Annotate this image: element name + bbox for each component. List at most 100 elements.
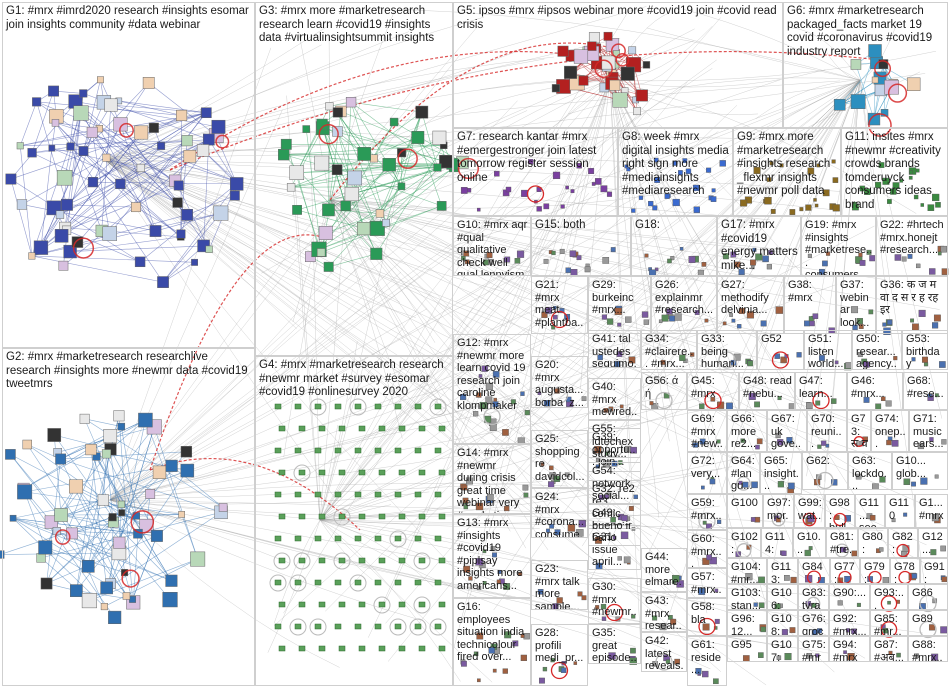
node xyxy=(560,667,567,673)
node xyxy=(334,447,342,454)
edge xyxy=(319,466,733,521)
node xyxy=(858,252,863,257)
node xyxy=(165,574,178,587)
edge xyxy=(609,69,826,88)
node xyxy=(314,579,322,586)
node xyxy=(138,412,153,428)
node xyxy=(180,463,195,478)
edge xyxy=(319,519,711,670)
node xyxy=(60,198,73,211)
edge xyxy=(792,79,861,208)
edge xyxy=(267,519,321,653)
group-label: G67: uk gove... xyxy=(771,413,801,451)
edge xyxy=(328,209,380,214)
edge xyxy=(104,56,554,161)
node xyxy=(868,44,882,58)
edge xyxy=(106,453,137,517)
edge xyxy=(148,82,217,136)
group-cell-g23: G23: #mrx talk more sample... xyxy=(531,560,588,610)
group-label: G71: music ears... xyxy=(913,413,944,450)
group-cell-g76: G76: groc... xyxy=(798,610,829,636)
node xyxy=(766,177,772,182)
node xyxy=(294,579,302,586)
node xyxy=(331,164,343,175)
node xyxy=(51,119,60,127)
group-cell-g98: G98: bull... xyxy=(825,494,855,528)
self-loop xyxy=(289,574,307,592)
node xyxy=(5,173,17,185)
node xyxy=(102,153,111,162)
group-label: G56: ά ή xyxy=(645,375,679,400)
edge xyxy=(119,420,146,543)
edge xyxy=(19,101,37,146)
self-loop xyxy=(429,398,447,416)
node xyxy=(629,657,637,665)
group-cell-g56: G56: ά ή xyxy=(641,372,687,410)
node xyxy=(298,425,306,432)
group-cell-g47: G47: learn... xyxy=(795,372,847,410)
group-label: G94: #mrx xyxy=(833,639,858,662)
node xyxy=(398,645,406,652)
node xyxy=(633,107,641,116)
node xyxy=(28,252,36,260)
self-loop xyxy=(72,237,95,259)
node xyxy=(274,403,282,410)
self-loop xyxy=(655,391,673,410)
node xyxy=(314,623,322,630)
edge xyxy=(104,132,420,161)
self-loop xyxy=(550,310,569,329)
edge xyxy=(329,199,859,471)
edge xyxy=(104,159,866,659)
node xyxy=(374,579,382,586)
node xyxy=(751,265,755,270)
self-loop xyxy=(289,618,307,636)
node xyxy=(863,396,870,403)
node xyxy=(318,513,326,520)
group-cell-g11: G11: insites #mrx #newmr #creativity cro… xyxy=(841,128,948,216)
edge xyxy=(20,128,100,147)
node xyxy=(648,200,654,207)
node xyxy=(38,540,53,555)
node xyxy=(338,645,346,652)
node xyxy=(890,188,897,195)
self-loop xyxy=(273,552,291,570)
edge xyxy=(319,265,560,521)
group-cell-g106: G106: stree... xyxy=(767,584,798,610)
node xyxy=(394,491,402,498)
node xyxy=(178,511,185,518)
node xyxy=(845,628,851,633)
group-cell-g111: G1... #mrx xyxy=(915,494,948,528)
node xyxy=(334,579,342,586)
edge xyxy=(839,62,877,105)
node xyxy=(612,535,617,540)
node xyxy=(475,502,484,511)
node xyxy=(434,579,442,586)
group-label: G97: mor... xyxy=(767,497,791,528)
node xyxy=(750,517,756,522)
node xyxy=(619,404,624,409)
node xyxy=(911,357,916,362)
node xyxy=(847,653,855,661)
edge xyxy=(31,112,82,257)
node xyxy=(552,171,561,180)
node xyxy=(338,425,346,432)
group-label: G19: #mrx #insights #marketrese... consu… xyxy=(805,219,873,276)
node xyxy=(211,119,226,134)
edge xyxy=(450,79,861,547)
node xyxy=(576,255,582,261)
node xyxy=(316,248,326,257)
group-cell-g82: G82: #mr... xyxy=(888,528,918,558)
group-label: G95 xyxy=(731,639,752,651)
group-cell-g104: G104: #mr... xyxy=(727,558,767,584)
edge xyxy=(329,106,451,201)
group-label: G35: great episode... xyxy=(592,627,637,664)
edge xyxy=(387,79,861,662)
self-loop xyxy=(853,436,865,447)
node xyxy=(606,318,614,325)
edge xyxy=(319,341,358,521)
group-label: G40: #mrx mewred... xyxy=(592,381,638,419)
group-label: G65: insight... xyxy=(764,455,799,492)
edge xyxy=(27,444,127,597)
node xyxy=(502,668,508,674)
node xyxy=(939,361,946,368)
